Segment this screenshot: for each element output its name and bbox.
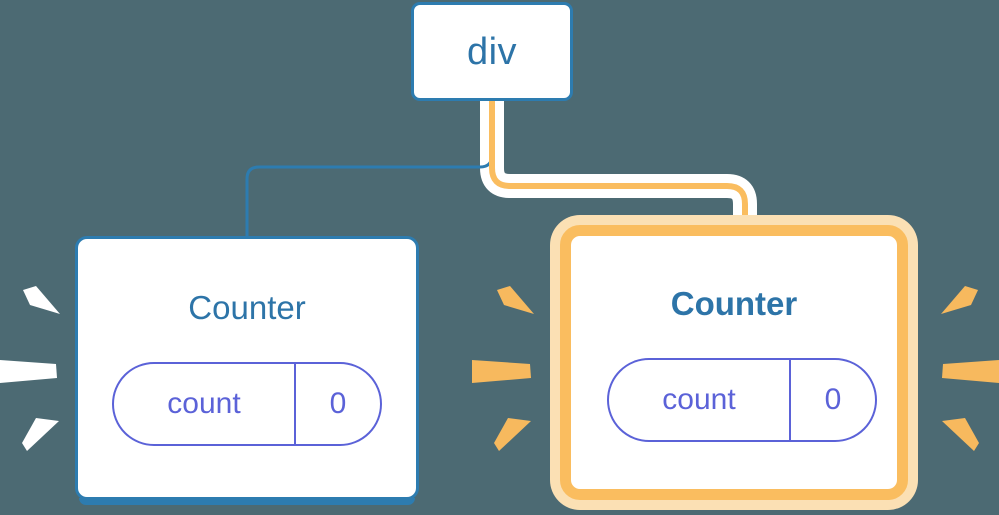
spark-group-right	[941, 286, 999, 451]
spark-group-left	[0, 286, 60, 451]
connector-div-to-counter-right-halo	[480, 101, 757, 232]
spark-icon	[497, 286, 534, 314]
state-value-label: 0	[294, 364, 380, 444]
node-counter-right-title: Counter	[670, 285, 798, 322]
state-key-label: count	[662, 383, 736, 416]
node-counter-left[interactable]: Counter count 0	[75, 236, 419, 505]
spark-icon	[941, 286, 978, 314]
node-div[interactable]: div	[411, 2, 573, 101]
spark-icon	[494, 418, 531, 451]
spark-icon	[942, 418, 979, 451]
state-value-label: 0	[789, 360, 875, 440]
spark-icon	[472, 360, 531, 383]
spark-icon	[942, 360, 999, 383]
connector-div-to-counter-right	[489, 101, 748, 232]
spark-icon	[23, 286, 60, 314]
spark-icon	[22, 418, 59, 451]
node-counter-left-title: Counter	[188, 289, 306, 326]
node-counter-right[interactable]: Counter count 0	[560, 225, 908, 500]
spark-icon	[0, 360, 57, 383]
state-badge-count-right[interactable]: count 0	[607, 358, 877, 442]
state-key-label: count	[167, 387, 241, 420]
node-div-label: div	[466, 30, 518, 73]
spark-group-middle	[472, 286, 534, 451]
state-badge-count-left[interactable]: count 0	[112, 362, 382, 446]
connector-div-to-counter-left	[245, 101, 494, 240]
